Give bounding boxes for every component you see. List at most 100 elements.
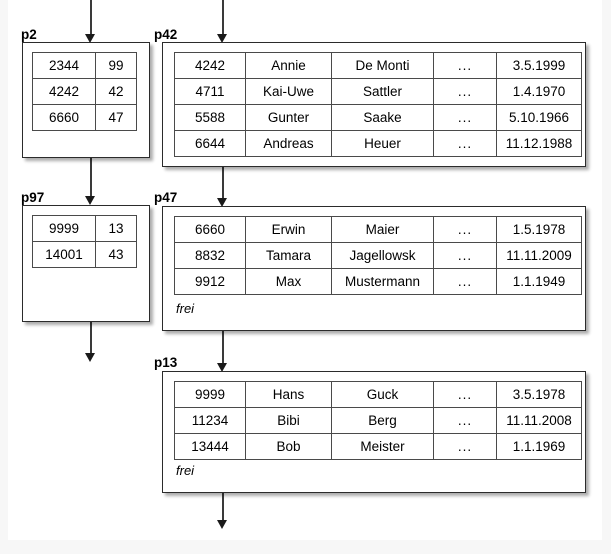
- cell-lastname: Sattler: [331, 78, 434, 105]
- cell-lastname: Maier: [331, 216, 434, 243]
- cell-id: 9912: [174, 268, 246, 295]
- arrow-shaft: [90, 322, 92, 353]
- cell-pointer: 13: [95, 215, 137, 242]
- arrow-head: [216, 363, 227, 372]
- page-label-p97: p97: [21, 190, 45, 205]
- cell-firstname: Tamara: [245, 242, 332, 269]
- arrow-head: [216, 198, 227, 207]
- page-box-p13[interactable]: 9999 Hans Guck ... 3.5.1978 11234 Bibi B…: [162, 371, 586, 493]
- arrow-shaft: [222, 331, 224, 363]
- table-row[interactable]: 4242 Annie De Monti ... 3.5.1999: [174, 52, 582, 79]
- cell-firstname: Annie: [245, 52, 332, 79]
- cell-id: 4711: [174, 78, 246, 105]
- cell-date: 1.1.1969: [496, 433, 582, 460]
- cell-date: 1.1.1949: [496, 268, 582, 295]
- cell-date: 3.5.1999: [496, 52, 582, 79]
- cell-pointer: 47: [95, 104, 137, 131]
- cell-date: 11.11.2008: [496, 407, 582, 434]
- arrow-head: [84, 34, 95, 43]
- arrow-shaft: [90, 158, 92, 196]
- table-row[interactable]: 9999 Hans Guck ... 3.5.1978: [174, 381, 582, 408]
- data-table-p42: 4242 Annie De Monti ... 3.5.1999 4711 Ka…: [174, 52, 582, 157]
- cell-id: 8832: [174, 242, 246, 269]
- cell-more: ...: [433, 104, 497, 131]
- cell-date: 5.10.1966: [496, 104, 582, 131]
- cell-more: ...: [433, 381, 497, 408]
- data-table-p13: 9999 Hans Guck ... 3.5.1978 11234 Bibi B…: [174, 381, 582, 460]
- table-row[interactable]: 6644 Andreas Heuer ... 11.12.1988: [174, 130, 582, 157]
- cell-lastname: De Monti: [331, 52, 434, 79]
- page-box-p42[interactable]: 4242 Annie De Monti ... 3.5.1999 4711 Ka…: [162, 42, 586, 167]
- cell-firstname: Gunter: [245, 104, 332, 131]
- table-row[interactable]: 9999 13: [32, 215, 137, 242]
- cell-pointer: 99: [95, 52, 137, 79]
- arrow-shaft: [222, 493, 224, 520]
- table-row[interactable]: 8832 Tamara Jagellowsk ... 11.11.2009: [174, 242, 582, 269]
- cell-key: 14001: [32, 241, 96, 268]
- cell-id: 6644: [174, 130, 246, 157]
- cell-firstname: Bob: [245, 433, 332, 460]
- table-row[interactable]: 2344 99: [32, 52, 137, 79]
- cell-more: ...: [433, 407, 497, 434]
- cell-date: 11.11.2009: [496, 242, 582, 269]
- page-label-p13: p13: [154, 355, 178, 370]
- arrow-head: [216, 34, 227, 43]
- index-table-p97: 9999 13 14001 43: [32, 215, 137, 268]
- arrow-head: [84, 353, 95, 362]
- cell-firstname: Max: [245, 268, 332, 295]
- cell-id: 9999: [174, 381, 246, 408]
- diagram-canvas: p2 2344 99 4242 42 6660 47 p97: [8, 0, 602, 540]
- table-row[interactable]: 14001 43: [32, 241, 137, 268]
- page-box-p47[interactable]: 6660 Erwin Maier ... 1.5.1978 8832 Tamar…: [162, 206, 586, 331]
- arrow-shaft: [90, 0, 92, 34]
- free-space-label-p47: frei: [176, 301, 195, 316]
- table-row[interactable]: 6660 47: [32, 104, 137, 131]
- cell-lastname: Saake: [331, 104, 434, 131]
- page-box-p2[interactable]: 2344 99 4242 42 6660 47: [22, 42, 150, 158]
- page-box-p97[interactable]: 9999 13 14001 43: [22, 205, 150, 322]
- cell-firstname: Kai-Uwe: [245, 78, 332, 105]
- cell-lastname: Jagellowsk: [331, 242, 434, 269]
- cell-lastname: Meister: [331, 433, 434, 460]
- cell-id: 13444: [174, 433, 246, 460]
- table-row[interactable]: 11234 Bibi Berg ... 11.11.2008: [174, 407, 582, 434]
- cell-date: 3.5.1978: [496, 381, 582, 408]
- cell-date: 11.12.1988: [496, 130, 582, 157]
- table-row[interactable]: 6660 Erwin Maier ... 1.5.1978: [174, 216, 582, 243]
- page-label-p2: p2: [21, 27, 37, 42]
- table-row[interactable]: 13444 Bob Meister ... 1.1.1969: [174, 433, 582, 460]
- cell-lastname: Heuer: [331, 130, 434, 157]
- cell-id: 6660: [174, 216, 246, 243]
- cell-key: 4242: [32, 78, 96, 105]
- arrow-head: [84, 196, 95, 205]
- table-row[interactable]: 4711 Kai-Uwe Sattler ... 1.4.1970: [174, 78, 582, 105]
- cell-more: ...: [433, 433, 497, 460]
- index-table-p2: 2344 99 4242 42 6660 47: [32, 52, 137, 131]
- cell-more: ...: [433, 52, 497, 79]
- table-row[interactable]: 9912 Max Mustermann ... 1.1.1949: [174, 268, 582, 295]
- cell-firstname: Bibi: [245, 407, 332, 434]
- cell-pointer: 43: [95, 241, 137, 268]
- cell-key: 6660: [32, 104, 96, 131]
- table-row[interactable]: 5588 Gunter Saake ... 5.10.1966: [174, 104, 582, 131]
- cell-pointer: 42: [95, 78, 137, 105]
- data-table-p47: 6660 Erwin Maier ... 1.5.1978 8832 Tamar…: [174, 216, 582, 295]
- page-label-p47: p47: [154, 190, 178, 205]
- cell-more: ...: [433, 216, 497, 243]
- table-row[interactable]: 4242 42: [32, 78, 137, 105]
- cell-firstname: Hans: [245, 381, 332, 408]
- cell-key: 9999: [32, 215, 96, 242]
- free-space-label-p13: frei: [176, 463, 195, 478]
- page-label-p42: p42: [154, 27, 178, 42]
- arrow-shaft: [222, 0, 224, 34]
- cell-lastname: Guck: [331, 381, 434, 408]
- cell-date: 1.5.1978: [496, 216, 582, 243]
- cell-more: ...: [433, 242, 497, 269]
- arrow-head: [216, 520, 227, 529]
- cell-lastname: Berg: [331, 407, 434, 434]
- cell-firstname: Erwin: [245, 216, 332, 243]
- cell-id: 5588: [174, 104, 246, 131]
- cell-date: 1.4.1970: [496, 78, 582, 105]
- cell-more: ...: [433, 130, 497, 157]
- cell-more: ...: [433, 268, 497, 295]
